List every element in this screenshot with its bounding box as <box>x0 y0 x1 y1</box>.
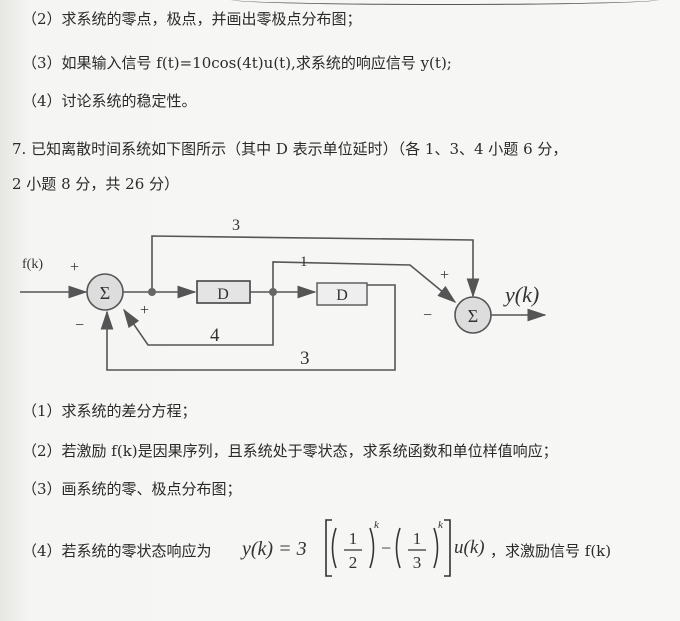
exp2: k <box>438 519 444 531</box>
q7-part3: （3）画系统的零、极点分布图； <box>22 480 242 498</box>
exp1: k <box>374 519 380 531</box>
sum-symbol-1: Σ <box>100 283 110 303</box>
formula-minus: − <box>381 538 391 558</box>
delay-label-2: D <box>336 287 348 304</box>
q6-part4: （4）讨论系统的稳定性。 <box>22 92 197 110</box>
q7-stem: 7. 已知离散时间系统如下图所示（其中 D 表示单位延时）（各 1、3、4 小题… <box>12 140 568 158</box>
sign-plus-1: + <box>70 259 79 276</box>
delay-block-2 <box>316 282 368 306</box>
frac1-den: 2 <box>349 553 358 572</box>
formula-lhs: y(k) = 3 <box>240 538 307 560</box>
q7-part4-suffix: ，求激励信号 f(k) <box>490 542 612 560</box>
block-diagram: Σ Σ D D f(k) y(k) 3 1 4 3 + + − + − <box>20 217 547 371</box>
gain-fb1: 4 <box>210 325 220 346</box>
gain-fb2: 3 <box>300 348 310 369</box>
sign-plus-2: + <box>140 302 149 319</box>
formula-brackets <box>325 519 451 577</box>
formula-tail: u(k) <box>454 537 485 558</box>
junction-2 <box>269 288 277 296</box>
q7-stem-cont: 2 小题 8 分，共 26 分） <box>12 175 180 193</box>
q6-part2: （2）求系统的零点，极点，并画出零极点分布图； <box>22 10 362 28</box>
frac2-num: 1 <box>413 529 422 548</box>
response-formula: y(k) = 3 1 2 k − 1 3 k u(k) <box>240 519 485 577</box>
frac2-den: 3 <box>413 553 422 572</box>
sign-minus-1: − <box>75 317 84 334</box>
sign-minus-2: − <box>423 307 432 324</box>
q6-part3: （3）如果输入信号 f(t)=10cos(4t)u(t),求系统的响应信号 y(… <box>22 54 452 72</box>
input-label: f(k) <box>22 257 43 272</box>
sum-symbol-2: Σ <box>468 306 478 326</box>
sign-plus-3: + <box>440 267 449 284</box>
delay-block-1 <box>196 280 251 304</box>
junction-1 <box>148 288 156 296</box>
summer-2 <box>454 296 492 334</box>
summer-1 <box>86 273 124 311</box>
output-label: y(k) <box>503 282 539 307</box>
q7-part1: （1）求系统的差分方程； <box>22 402 197 420</box>
frac1-num: 1 <box>349 529 358 548</box>
header-rule <box>230 0 660 5</box>
q7-part2: （2）若激励 f(k)是因果序列，且系统处于零状态，求系统函数和单位样值响应； <box>22 442 558 460</box>
q7-part4-prefix: （4）若系统的零状态响应为 <box>22 542 212 560</box>
gain-top: 3 <box>232 217 240 234</box>
delay-label-1: D <box>217 286 229 303</box>
gain-mid: 1 <box>300 254 308 270</box>
